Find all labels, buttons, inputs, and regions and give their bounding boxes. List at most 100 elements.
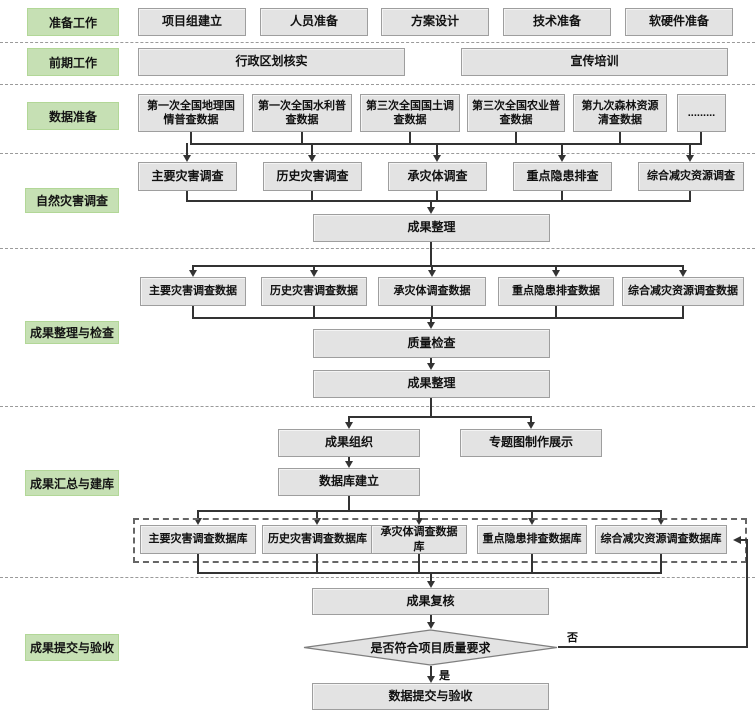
node-agri-census-data: 第三次全国农业普查数据 — [467, 94, 565, 132]
node-database-build: 数据库建立 — [278, 468, 420, 496]
connector-line — [700, 132, 702, 143]
connector-line — [555, 265, 557, 270]
arrowhead — [183, 155, 191, 162]
connector-line — [313, 306, 315, 317]
node-hazard-check-db: 重点隐患排查数据库 — [477, 525, 587, 554]
phase-label-db-build: 成果汇总与建库 — [25, 470, 119, 496]
node-bearing-body-db: 承灾体调查数据库 — [371, 525, 467, 554]
arrowhead — [657, 518, 665, 525]
node-result-sorting-2: 成果整理 — [313, 370, 550, 398]
node-main-disaster-survey: 主要灾害调查 — [138, 162, 237, 191]
arrowhead — [308, 155, 316, 162]
connector-line — [746, 539, 748, 648]
section-divider — [0, 406, 755, 407]
connector-line — [430, 572, 432, 581]
phase-label-preparation: 准备工作 — [27, 8, 119, 36]
node-forest-data: 第九次森林资源清查数据 — [573, 94, 667, 132]
connector-line — [197, 510, 662, 512]
connector-line — [436, 143, 438, 155]
connector-line — [301, 132, 303, 143]
connector-line — [531, 510, 533, 518]
node-mitigation-resource-data: 综合减灾资源调查数据 — [622, 277, 744, 306]
connector-line — [430, 358, 432, 363]
arrowhead — [194, 518, 202, 525]
connector-line — [348, 416, 532, 418]
arrowhead — [558, 155, 566, 162]
arrowhead — [528, 518, 536, 525]
connector-line — [311, 191, 313, 200]
connector-line — [430, 242, 432, 265]
arrowhead — [679, 270, 687, 277]
yes-branch-label: 是 — [439, 670, 450, 682]
arrowhead — [552, 270, 560, 277]
connector-line — [558, 646, 748, 648]
arrowhead — [427, 676, 435, 683]
node-hazard-check-data: 重点隐患排查数据 — [498, 277, 614, 306]
connector-line — [515, 132, 517, 143]
diamond-shape-icon — [303, 629, 558, 666]
connector-line — [436, 191, 438, 200]
connector-line — [190, 143, 702, 145]
connector-line — [660, 510, 662, 518]
connector-line — [192, 317, 684, 319]
connector-line — [530, 416, 532, 422]
node-mitigation-resource-survey: 综合减灾资源调查 — [638, 162, 744, 191]
connector-line — [431, 265, 433, 270]
connector-line — [555, 306, 557, 317]
arrowhead — [313, 518, 321, 525]
arrowhead-left — [733, 536, 741, 544]
node-bearing-body-data: 承灾体调查数据 — [378, 277, 486, 306]
connector-line — [192, 306, 194, 317]
node-project-team: 项目组建立 — [138, 8, 246, 36]
connector-line — [660, 554, 662, 572]
arrowhead — [345, 461, 353, 468]
connector-line — [348, 457, 350, 461]
node-main-disaster-data: 主要灾害调查数据 — [140, 277, 246, 306]
arrowhead — [427, 622, 435, 629]
connector-line — [430, 200, 432, 207]
connector-line — [418, 510, 420, 518]
node-hazard-check: 重点隐患排查 — [513, 162, 612, 191]
arrowhead — [527, 422, 535, 429]
section-divider — [0, 84, 755, 85]
connector-line — [689, 191, 691, 200]
connector-line — [197, 572, 662, 574]
connector-line — [197, 554, 199, 572]
connector-line — [409, 132, 411, 143]
connector-line — [316, 510, 318, 518]
node-history-disaster-survey: 历史灾害调查 — [263, 162, 362, 191]
connector-line — [190, 132, 192, 143]
phase-label-data-prep: 数据准备 — [27, 102, 119, 130]
node-history-disaster-db: 历史灾害调查数据库 — [262, 525, 373, 554]
connector-line — [689, 143, 691, 155]
connector-line — [682, 306, 684, 317]
connector-line — [430, 666, 432, 676]
connector-line — [313, 265, 315, 270]
node-result-sorting-1: 成果整理 — [313, 214, 550, 242]
arrowhead — [345, 422, 353, 429]
node-admin-verify: 行政区划核实 — [138, 48, 405, 76]
section-divider — [0, 577, 755, 578]
node-result-organization: 成果组织 — [278, 429, 420, 457]
arrowhead — [427, 207, 435, 214]
section-divider — [0, 153, 755, 154]
node-main-disaster-db: 主要灾害调查数据库 — [140, 525, 256, 554]
connector-line — [741, 539, 748, 541]
decision-quality-requirement: 是否符合项目质量要求 — [302, 629, 559, 666]
connector-line — [348, 496, 350, 510]
connector-line — [311, 143, 313, 155]
arrowhead — [189, 270, 197, 277]
connector-line — [186, 200, 691, 202]
connector-line — [348, 416, 350, 422]
node-mitigation-resource-db: 综合减灾资源调查数据库 — [595, 525, 727, 554]
arrowhead — [427, 322, 435, 329]
connector-line — [186, 191, 188, 200]
node-thematic-map-display: 专题图制作展示 — [460, 429, 602, 457]
node-hw-sw-prep: 软硬件准备 — [625, 8, 733, 36]
arrowhead — [686, 155, 694, 162]
node-land-survey-data: 第三次全国国土调查数据 — [360, 94, 460, 132]
node-publicity-training: 宣传培训 — [461, 48, 728, 76]
section-divider — [0, 42, 755, 43]
connector-line — [561, 191, 563, 200]
decision-text: 是否符合项目质量要求 — [370, 641, 491, 655]
